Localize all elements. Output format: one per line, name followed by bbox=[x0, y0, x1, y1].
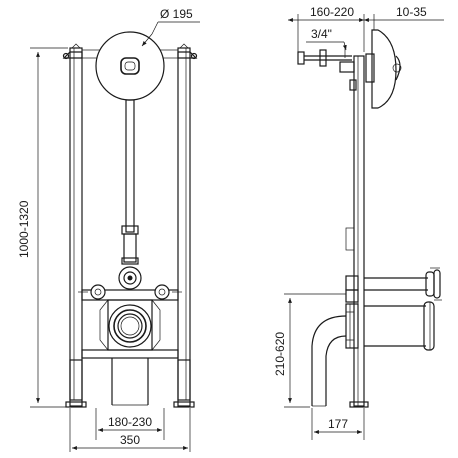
dim-plate-offset bbox=[364, 14, 444, 30]
front-water-pipe bbox=[121, 99, 139, 265]
dim-plate-offset-label: 10-35 bbox=[396, 5, 427, 19]
dim-height-label: 1000-1320 bbox=[17, 200, 31, 258]
dim-total-width-label: 350 bbox=[120, 433, 140, 447]
front-flush-plate bbox=[95, 31, 165, 101]
dim-thread bbox=[306, 41, 347, 51]
side-inlet-pipe bbox=[364, 267, 442, 301]
side-frame-post bbox=[349, 55, 369, 408]
dim-depth-label: 177 bbox=[328, 417, 348, 431]
dim-outlet-height bbox=[284, 293, 346, 408]
dim-thread-label: 3/4" bbox=[311, 27, 332, 41]
front-drain-pipe bbox=[111, 358, 149, 406]
front-frame-right-post bbox=[177, 47, 191, 401]
front-view: Ø 195 1000-1320 180-230 350 bbox=[17, 7, 200, 452]
front-inlet-valve bbox=[118, 266, 142, 290]
dim-top-diameter-label: Ø 195 bbox=[160, 7, 193, 21]
dim-inner-width bbox=[95, 408, 165, 440]
front-frame-left-post bbox=[69, 47, 83, 401]
dim-depth-range-label: 160-220 bbox=[310, 5, 354, 19]
dim-outlet-height-label: 210-620 bbox=[273, 332, 287, 376]
front-legs bbox=[65, 359, 195, 408]
dim-depth bbox=[311, 408, 365, 440]
side-pipe-stub bbox=[345, 227, 359, 303]
side-flush-plate bbox=[365, 29, 402, 109]
side-threaded-rod bbox=[297, 48, 357, 91]
side-view: 160-220 10-35 3/4" 210-620 177 bbox=[273, 5, 444, 440]
dim-total-width bbox=[69, 408, 191, 452]
front-mounting-bar bbox=[78, 284, 182, 301]
dim-inner-width-label: 180-230 bbox=[108, 415, 152, 429]
side-outlet-pipe bbox=[345, 301, 435, 351]
front-outlet-housing bbox=[99, 299, 161, 351]
side-drain-elbow bbox=[311, 311, 354, 407]
dim-height bbox=[30, 47, 68, 408]
dim-top-diameter bbox=[141, 21, 200, 47]
front-lower-crossbar bbox=[81, 349, 179, 359]
